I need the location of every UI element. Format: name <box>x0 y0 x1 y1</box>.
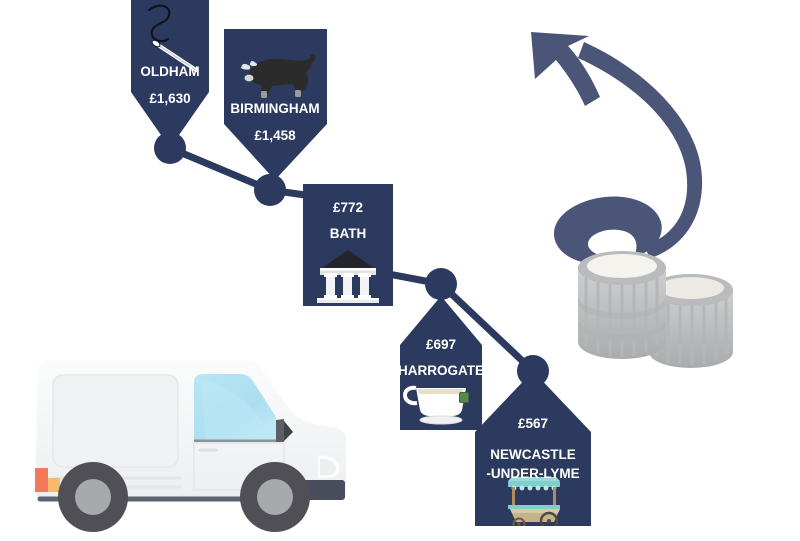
delivery-van-illustration <box>35 360 346 532</box>
marker-harrogate-city: HARROGATE <box>398 363 484 378</box>
van-rear-wheel <box>58 462 128 532</box>
coin-stack-illustration <box>578 251 733 368</box>
marker-birmingham-city: BIRMINGHAM <box>230 101 319 116</box>
marker-newcastle-shape <box>475 371 591 526</box>
marker-newcastle-under-lyme[interactable]: £567 NEWCASTLE -UNDER-LYME <box>475 371 591 530</box>
connector-harrogate-newcastle <box>437 280 537 375</box>
marker-harrogate-amount: £697 <box>426 337 456 352</box>
marker-harrogate[interactable]: £697 HARROGATE <box>398 296 484 430</box>
marker-bath-city: BATH <box>330 226 367 241</box>
connector-oldham-birmingham <box>166 144 274 194</box>
connector-node-birmingham[interactable] <box>254 174 286 206</box>
connector-node-newcastle[interactable] <box>517 355 549 387</box>
van-front-wheel <box>240 462 310 532</box>
bull-icon <box>241 53 316 98</box>
needle-and-thread-icon <box>147 4 198 72</box>
marker-bath-amount: £772 <box>333 200 363 215</box>
marker-oldham-amount: £1,630 <box>149 91 190 106</box>
marker-birmingham-amount: £1,458 <box>254 128 296 143</box>
marker-newcastle-city-line2: -UNDER-LYME <box>486 466 579 481</box>
marker-newcastle-city-line1: NEWCASTLE <box>490 447 576 462</box>
marker-birmingham[interactable]: BIRMINGHAM £1,458 <box>224 29 327 180</box>
roman-temple-icon <box>317 250 379 303</box>
connector-node-oldham[interactable] <box>154 132 186 164</box>
marker-oldham-shape <box>131 0 209 148</box>
marker-oldham[interactable]: OLDHAM £1,630 <box>131 0 209 148</box>
connector-nodes <box>154 132 549 387</box>
marker-bath[interactable]: £772 BATH <box>303 184 393 306</box>
connector-node-harrogate[interactable] <box>425 268 457 300</box>
marker-newcastle-amount: £567 <box>518 416 548 431</box>
marker-oldham-city: OLDHAM <box>140 64 199 79</box>
teacup-icon <box>402 385 469 425</box>
market-stall-cart-icon <box>508 477 560 526</box>
